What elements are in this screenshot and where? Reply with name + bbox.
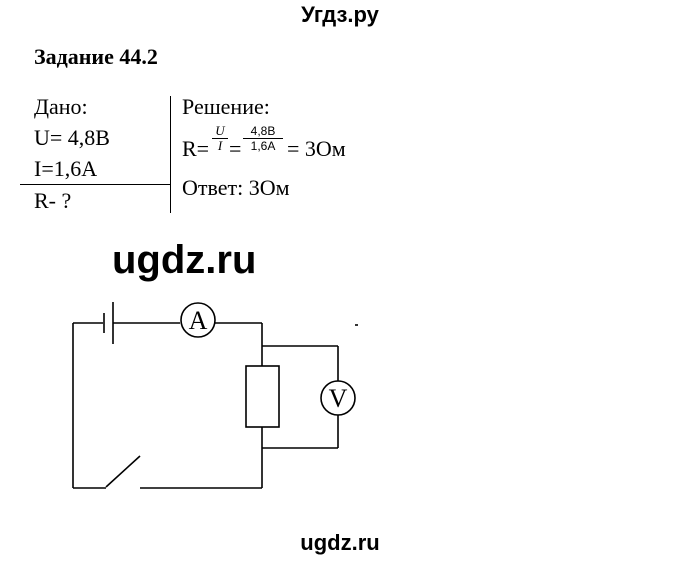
voltmeter-label: V xyxy=(329,384,348,413)
find-resistance: R- ? xyxy=(34,188,72,213)
switch-blade xyxy=(105,455,141,488)
given-heading: Дано: xyxy=(34,94,88,119)
formula-equals: = xyxy=(229,136,242,161)
formula-result: = 3Ом xyxy=(287,136,346,161)
fraction-i: I xyxy=(217,138,223,153)
fraction-current: 1,6А xyxy=(250,139,276,153)
site-header: Угдз.ру xyxy=(301,2,379,27)
task-title: Задание 44.2 xyxy=(34,44,158,69)
fraction-u: U xyxy=(212,124,228,139)
formula-r: R= xyxy=(182,136,210,161)
ammeter-circle xyxy=(180,302,216,338)
given-divider xyxy=(20,184,170,185)
ammeter-label: A xyxy=(189,306,208,335)
resistor xyxy=(245,365,280,428)
formula-value-fraction: 4,8В 1,6А xyxy=(243,124,283,153)
solution-heading: Решение: xyxy=(182,94,270,119)
column-separator xyxy=(170,96,171,213)
watermark-bottom: ugdz.ru xyxy=(300,530,380,555)
answer: Ответ: 3Ом xyxy=(182,175,290,200)
formula-symbolic-fraction: U I xyxy=(212,124,228,153)
fraction-voltage: 4,8В xyxy=(243,124,283,139)
given-voltage: U= 4,8В xyxy=(34,125,110,150)
given-current: I=1,6А xyxy=(34,156,98,181)
watermark-middle: ugdz.ru xyxy=(112,238,257,282)
